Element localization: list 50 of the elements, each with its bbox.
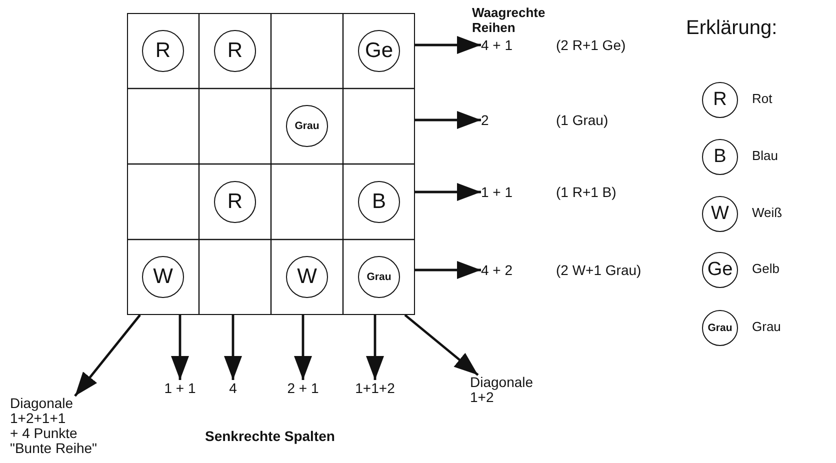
arrow [415, 183, 481, 201]
heading-text: (2 R+1 Ge) [556, 37, 626, 54]
heading-text: (2 W+1 Grau) [556, 262, 642, 278]
note-text: Weiß [752, 205, 782, 220]
note-text: Blau [752, 148, 778, 163]
arrow [294, 315, 312, 380]
letter-circle: R [702, 82, 738, 118]
arrow [224, 315, 242, 380]
letter-circle: Ge [702, 252, 738, 288]
result-text: "Bunte Reihe" [10, 441, 97, 456]
result-text: 1+2 [470, 390, 494, 405]
heading-text: Waagrechte Reihen [472, 6, 546, 36]
count-text: 4 + 2 [481, 262, 513, 278]
count-text: 2 [481, 112, 489, 128]
count-text: 1+1+2 [350, 380, 400, 396]
result-text: 1+2+1+1 [10, 411, 66, 426]
heading-text: Senkrechte Spalten [205, 428, 335, 444]
note-text: Rot [752, 91, 772, 106]
letter-circle: R [214, 180, 256, 223]
letter-circle: W [702, 196, 738, 232]
letter-circle: Grau [702, 310, 738, 346]
arrow [74, 314, 141, 397]
count-text: 1 + 1 [481, 184, 513, 200]
letter-circle: B [358, 180, 400, 223]
heading-text: (1 Grau) [556, 112, 608, 128]
count-text: 2 + 1 [278, 380, 328, 396]
heading-text: (1 R+1 B) [556, 184, 616, 200]
letter-circle: B [702, 139, 738, 175]
count-text: 4 + 1 [481, 37, 513, 53]
result-text: Diagonale [470, 375, 534, 390]
heading-text: Erklärung: [686, 17, 778, 40]
arrow [415, 111, 481, 129]
letter-circle: W [286, 256, 328, 298]
letter-circle: R [214, 30, 256, 72]
letter-circle: Grau [286, 105, 328, 148]
result-text: + 4 Punkte [10, 426, 78, 441]
arrow [415, 261, 481, 279]
note-text: Grau [752, 319, 781, 334]
arrow [366, 315, 384, 380]
arrow [171, 315, 189, 380]
arrow [404, 314, 479, 376]
letter-circle: Ge [358, 30, 400, 72]
letter-circle: Grau [358, 256, 400, 298]
count-text: 4 [208, 380, 258, 396]
letter-circle: R [142, 30, 184, 72]
result-text: Diagonale [10, 396, 74, 411]
note-text: Gelb [752, 261, 780, 276]
letter-circle: W [142, 256, 184, 298]
arrow [415, 36, 481, 54]
count-text: 1 + 1 [155, 380, 205, 396]
